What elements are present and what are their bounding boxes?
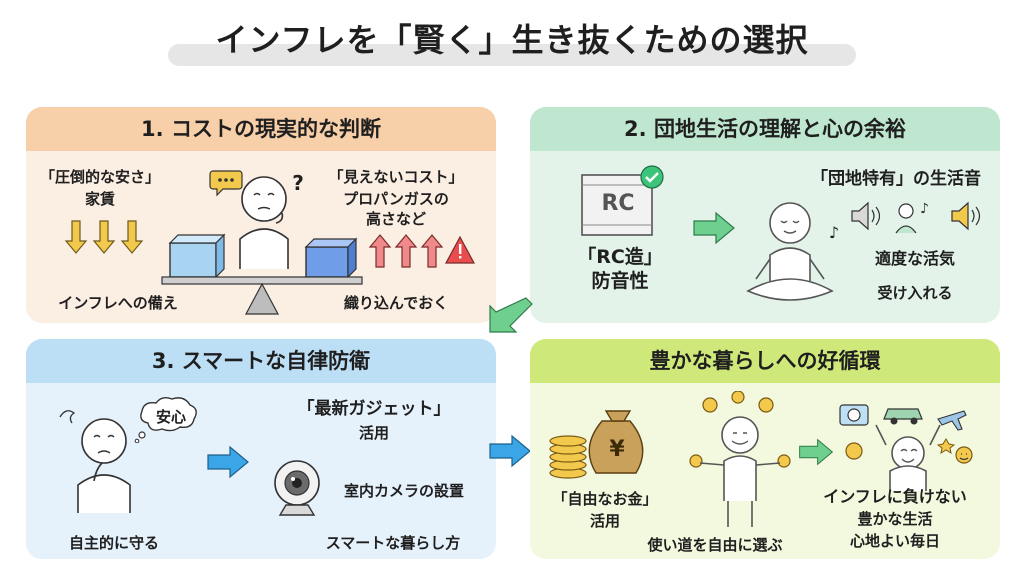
right-arrow-icon <box>489 434 531 468</box>
camera-icon <box>274 460 320 516</box>
chat-bubble-icon <box>209 170 243 197</box>
balance-scale-icon <box>161 233 363 315</box>
rc-structure-label: 「RC造」 <box>577 246 663 268</box>
free-use-label: 使い道を自由に選ぶ <box>647 536 783 554</box>
smart-living-label: スマートな暮らし方 <box>325 534 461 552</box>
panel-danchi-life: 2. 団地生活の理解と心の余裕 RC 「RC造」 防音性 「団地特有」の生活音 … <box>530 107 1000 323</box>
rich-life-label: 豊かな生活 <box>857 510 933 528</box>
right-arrow-icon <box>207 445 249 479</box>
panel-smart-defense: 3. スマートな自律防衛 安心 「最新ガジェット」 活用 室内カメラの設置 自主… <box>26 339 496 559</box>
yen-sign: ¥ <box>609 437 625 462</box>
free-money-label: 「自由なお金」 <box>552 490 658 508</box>
beat-inflation-label: インフレに負けない <box>823 487 967 506</box>
soundproof-label: 防音性 <box>591 270 649 292</box>
free-money-use-label: 活用 <box>589 512 620 530</box>
right-arrow-icon <box>799 438 834 466</box>
relief-text: 安心 <box>155 408 186 426</box>
svg-text:♪: ♪ <box>920 201 929 217</box>
self-protect-label: 自主的に守る <box>68 534 159 552</box>
page-title: インフレを「賢く」生き抜くための選択 <box>215 21 809 59</box>
down-arrows-icon <box>64 220 144 254</box>
accept-label: 受け入れる <box>877 284 953 302</box>
hidden-cost-label: 「見えないコスト」 <box>328 168 464 186</box>
music-note-icon: ♪ <box>828 223 840 242</box>
title-highlight <box>168 44 856 66</box>
meditating-person-icon <box>746 202 834 301</box>
panel-heading: 2. 団地生活の理解と心の余裕 <box>530 107 1000 151</box>
juggling-person-icon <box>689 391 791 527</box>
comfortable-days-label: 心地よい毎日 <box>849 532 940 550</box>
rc-building-icon <box>581 165 664 236</box>
inflation-ready-label: インフレへの備え <box>58 294 178 312</box>
etc-label: 高さなど <box>365 210 426 228</box>
panel-heading: 3. スマートな自律防衛 <box>26 339 496 383</box>
gadget-label: 「最新ガジェット」 <box>297 399 451 419</box>
camera-label: 室内カメラの設置 <box>343 482 464 500</box>
panel-virtuous-cycle: 豊かな暮らしへの好循環 ¥ 「自由なお金」 活用 <box>530 339 1000 559</box>
gadget-use-label: 活用 <box>358 424 389 442</box>
happy-life-icon <box>839 404 973 491</box>
money-bag-icon <box>549 410 644 479</box>
danchi-sound-label: 「団地特有」の生活音 <box>811 169 981 189</box>
rc-sign-text: RC <box>601 191 635 216</box>
speaker-sound-icon: ♪ <box>851 201 981 234</box>
thought-bubble-icon <box>134 396 197 443</box>
rent-label: 家賃 <box>84 190 115 208</box>
panel-cost-judgement: 1. コストの現実的な判断 「圧倒的な安さ」 家賃 ? 「見えないコスト」 プロ… <box>26 107 496 323</box>
lively-label: 適度な活気 <box>874 249 955 268</box>
propane-label: プロパンガスの <box>343 190 449 208</box>
worried-person-icon <box>59 410 131 513</box>
title-wrap: インフレを「賢く」生き抜くための選択 <box>0 18 1024 62</box>
up-arrows-icon <box>368 234 476 268</box>
right-arrow-icon <box>693 211 735 245</box>
question-mark: ? <box>292 171 304 195</box>
panel-heading: 1. コストの現実的な判断 <box>26 107 496 151</box>
cheap-label: 「圧倒的な安さ」 <box>40 168 161 186</box>
diagonal-arrow-icon <box>489 297 533 333</box>
factor-in-label: 織り込んでおく <box>343 294 449 312</box>
panel-heading: 豊かな暮らしへの好循環 <box>530 339 1000 383</box>
thinking-person-icon <box>239 176 289 269</box>
